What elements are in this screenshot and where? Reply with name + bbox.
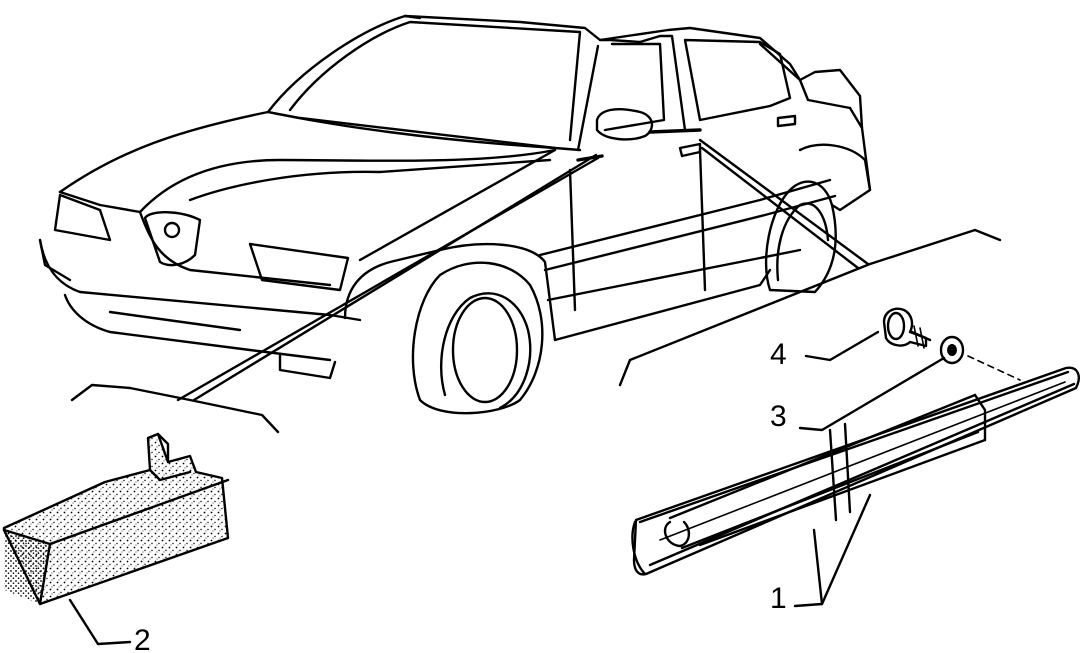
sedan-car-drawing <box>38 14 872 415</box>
washer <box>939 335 1021 381</box>
callout-leaders <box>68 330 946 646</box>
side-moulding-strip <box>631 366 1080 576</box>
retaining-clip <box>882 307 932 349</box>
callout-1: 1 <box>770 582 787 615</box>
foam-insulation-block <box>2 432 230 606</box>
callout-4: 4 <box>770 338 787 371</box>
ground-break-lines <box>70 228 1002 434</box>
callout-2: 2 <box>134 624 151 653</box>
callout-3: 3 <box>770 400 787 433</box>
